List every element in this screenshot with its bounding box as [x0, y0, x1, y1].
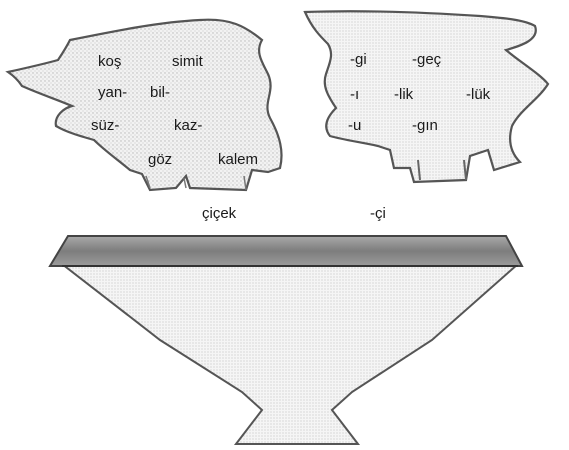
right-suffix-i: -ı — [350, 86, 360, 103]
right-suffix-gi: -gi — [350, 51, 367, 68]
right-pot-shape — [303, 10, 550, 184]
funnel-body — [59, 263, 521, 445]
left-word-yan: yan- — [98, 84, 128, 101]
funnel-rim — [48, 235, 524, 267]
left-word-suz: süz- — [91, 117, 120, 134]
right-suffix-luk: -lük — [466, 86, 491, 103]
right-suffix-lik: -lik — [394, 86, 414, 103]
right-suffix-gin: -gın — [412, 117, 438, 134]
left-word-simit: simit — [172, 53, 203, 70]
left-word-kos: koş — [98, 53, 122, 70]
left-word-bil: bil- — [150, 84, 171, 101]
right-pot-label: -çi — [370, 205, 386, 222]
left-word-kalem: kalem — [218, 151, 259, 168]
left-pot-label: çiçek — [202, 205, 237, 222]
left-pot-shape — [5, 18, 283, 192]
left-word-goz: göz — [148, 151, 173, 168]
left-word-kaz: kaz- — [174, 117, 203, 134]
right-suffix-u: -u — [348, 117, 362, 134]
right-suffix-gec: -geç — [412, 51, 442, 68]
